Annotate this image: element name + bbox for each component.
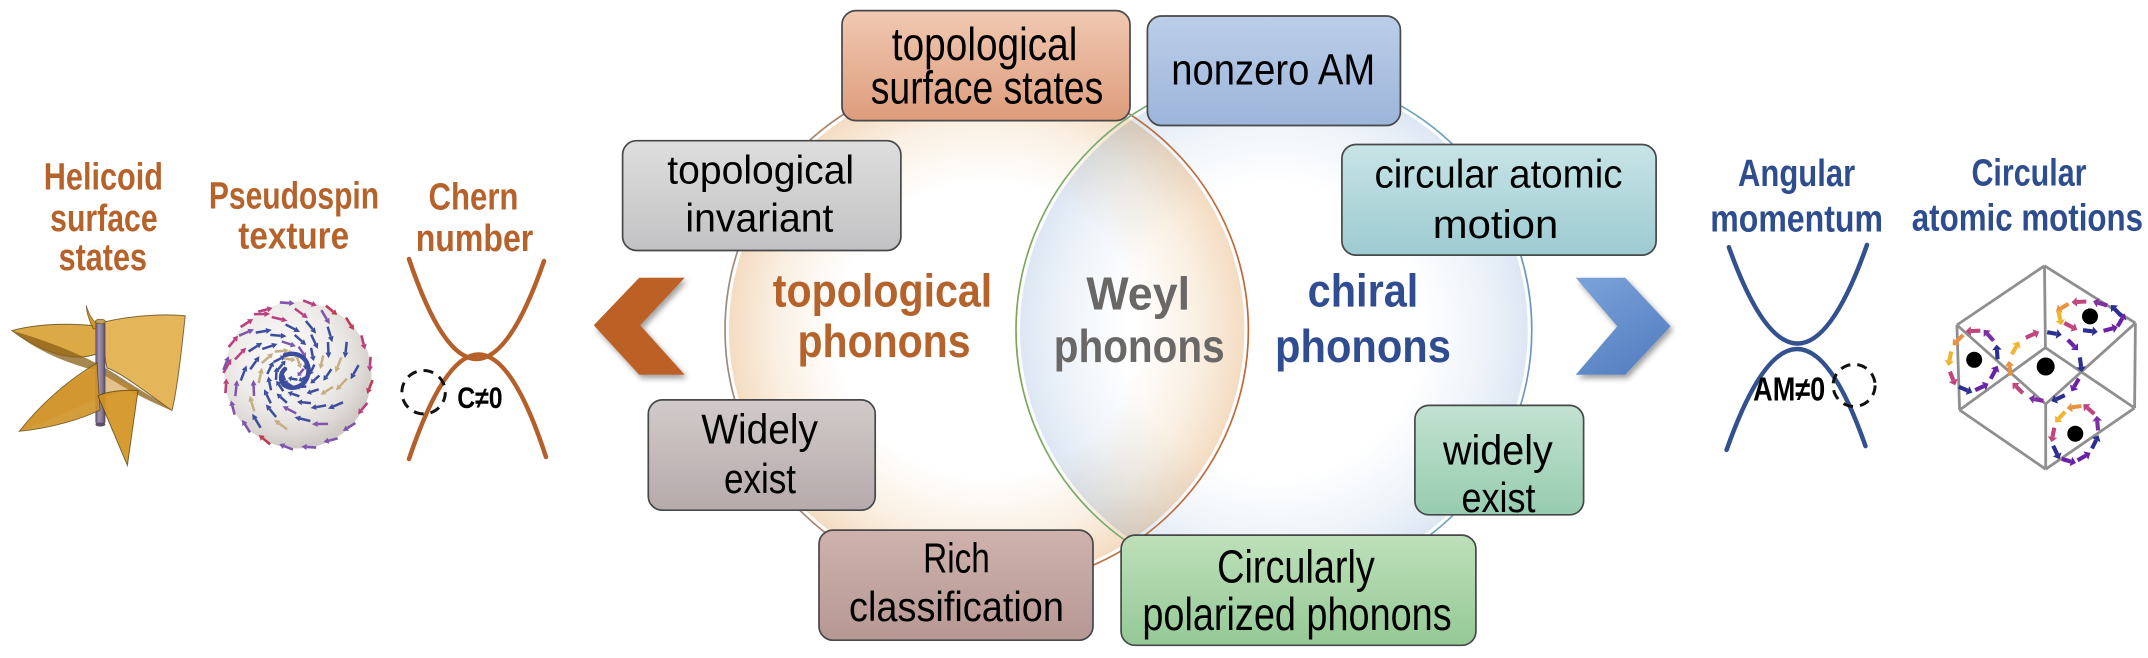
svg-text:chiral: chiral xyxy=(1308,265,1419,317)
svg-text:texture: texture xyxy=(238,216,349,258)
svg-text:topological: topological xyxy=(667,149,854,193)
svg-text:circular atomic: circular atomic xyxy=(1375,152,1623,196)
svg-text:Angular: Angular xyxy=(1738,153,1855,195)
svg-text:classification: classification xyxy=(849,583,1064,630)
svg-text:Circularly: Circularly xyxy=(1217,541,1375,593)
svg-text:topological: topological xyxy=(892,18,1078,70)
svg-text:C≠0: C≠0 xyxy=(457,382,502,415)
svg-text:Chern: Chern xyxy=(429,176,519,218)
svg-text:polarized phonons: polarized phonons xyxy=(1142,588,1451,640)
svg-text:Circular: Circular xyxy=(1971,153,2086,195)
svg-text:nonzero AM: nonzero AM xyxy=(1171,46,1375,95)
svg-text:exist: exist xyxy=(1462,474,1536,521)
svg-text:Weyl: Weyl xyxy=(1086,268,1190,320)
svg-text:phonons: phonons xyxy=(1054,320,1225,372)
svg-text:number: number xyxy=(416,218,534,260)
svg-text:phonons: phonons xyxy=(798,315,971,367)
svg-text:motion: motion xyxy=(1433,203,1559,247)
svg-text:states: states xyxy=(59,237,147,279)
svg-text:Helicoid: Helicoid xyxy=(44,156,163,198)
svg-text:surface states: surface states xyxy=(871,61,1104,113)
svg-text:surface: surface xyxy=(50,198,158,240)
svg-text:topological: topological xyxy=(773,265,992,317)
svg-text:AM≠0: AM≠0 xyxy=(1753,371,1825,408)
svg-text:momentum: momentum xyxy=(1710,198,1883,240)
svg-text:phonons: phonons xyxy=(1275,320,1451,372)
svg-text:Widely: Widely xyxy=(701,405,818,452)
svg-text:invariant: invariant xyxy=(685,197,833,241)
svg-text:exist: exist xyxy=(724,455,796,502)
svg-text:Rich: Rich xyxy=(923,535,990,582)
svg-text:widely: widely xyxy=(1442,427,1553,474)
svg-text:atomic motions: atomic motions xyxy=(1912,198,2143,240)
svg-text:Pseudospin: Pseudospin xyxy=(209,175,379,217)
